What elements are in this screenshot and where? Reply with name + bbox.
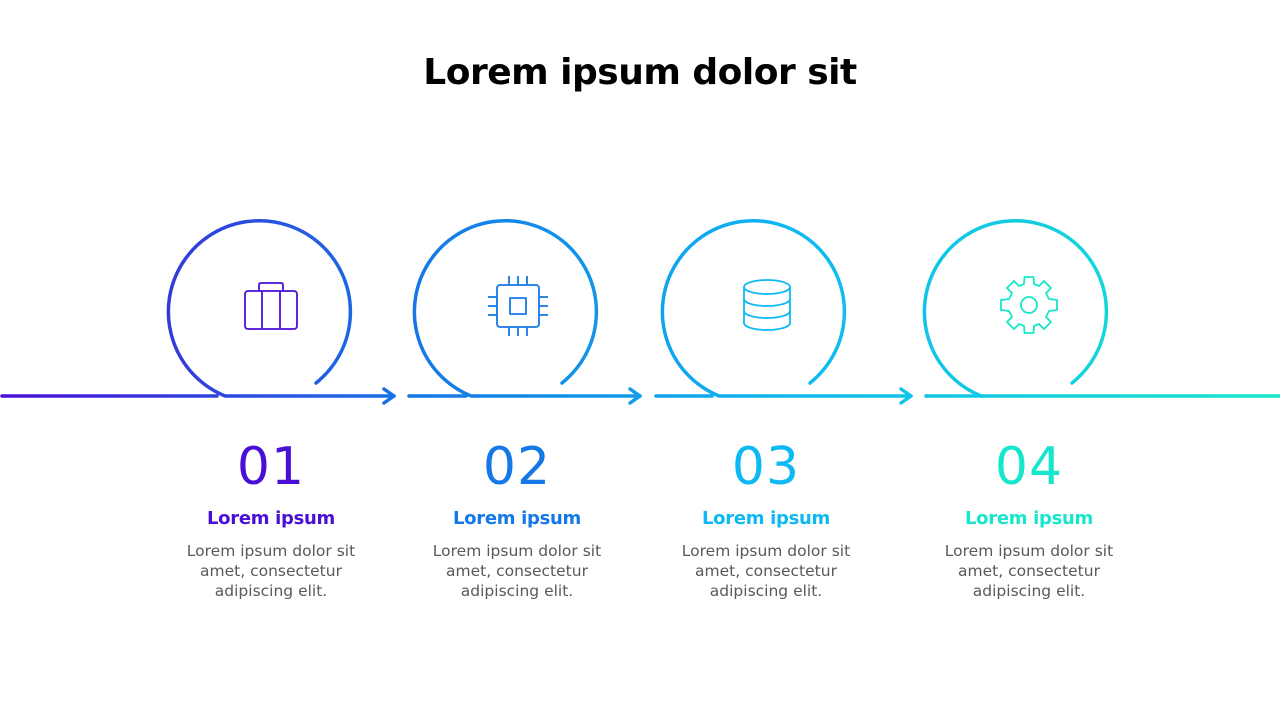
- step-1-connector: [0, 219, 396, 405]
- step-2-text: 02 Lorem ipsum Lorem ipsum dolor sit ame…: [397, 432, 637, 601]
- step-4-connector: [922, 219, 1280, 398]
- cpu-chip-icon: [488, 276, 548, 336]
- step-2-number: 02: [482, 437, 552, 497]
- step-4-number: 04: [994, 437, 1064, 497]
- step-4-description: Lorem ipsum dolor sit amet, consectetur …: [944, 542, 1114, 600]
- step-3-connector: [654, 219, 913, 405]
- step-3-heading: Lorem ipsum: [702, 508, 830, 529]
- step-1-description: Lorem ipsum dolor sit amet, consectetur …: [186, 542, 356, 600]
- step-3-number: 03: [731, 437, 801, 497]
- step-2-heading: Lorem ipsum: [453, 508, 581, 529]
- step-3-text: 03 Lorem ipsum Lorem ipsum dolor sit ame…: [646, 432, 886, 601]
- step-2-connector: [407, 219, 642, 405]
- briefcase-icon: [244, 282, 298, 330]
- database-icon: [743, 279, 791, 331]
- step-3-description: Lorem ipsum dolor sit amet, consectetur …: [681, 542, 851, 600]
- step-4-text: 04 Lorem ipsum Lorem ipsum dolor sit ame…: [909, 432, 1149, 601]
- step-1-text: 01 Lorem ipsum Lorem ipsum dolor sit ame…: [151, 432, 391, 601]
- step-4-heading: Lorem ipsum: [965, 508, 1093, 529]
- step-1-number: 01: [236, 437, 306, 497]
- step-1-heading: Lorem ipsum: [207, 508, 335, 529]
- page-title: Lorem ipsum dolor sit: [423, 52, 857, 93]
- step-2-description: Lorem ipsum dolor sit amet, consectetur …: [432, 542, 602, 600]
- gear-icon: [1000, 276, 1058, 334]
